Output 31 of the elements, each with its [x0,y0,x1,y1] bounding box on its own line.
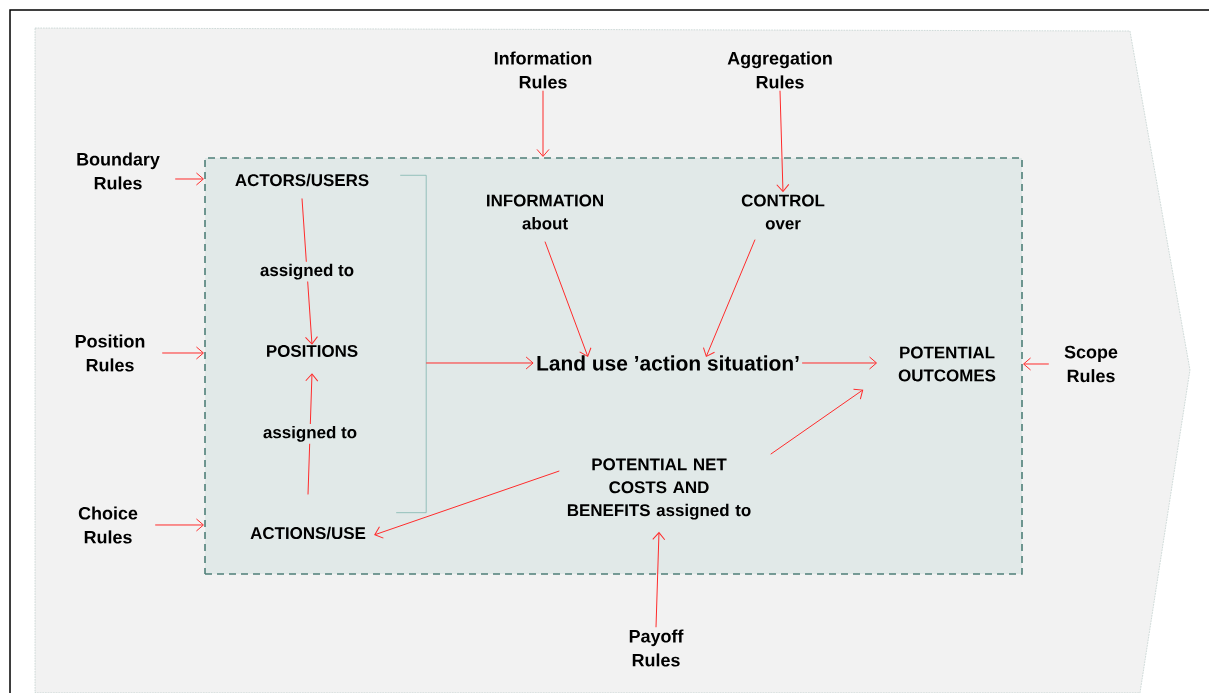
arrow [301,198,318,345]
element-label: POTENTIAL NET COSTS AND BENEFITS assigned to [567,458,751,520]
rule-label: Boundary Rules [77,152,160,190]
rule-label: Aggregation Rules [727,51,832,89]
arrow [154,518,204,532]
arrow [161,346,204,360]
arrow [1023,357,1050,371]
arrow [374,470,560,539]
dashed-frame [204,157,1023,575]
element-label: POSITIONS [267,345,358,357]
rule-label: Scope Rules [1064,345,1118,383]
arrow [702,239,756,357]
arrow [425,356,534,370]
arrow [801,356,878,370]
arrow [770,388,864,455]
arrow [776,90,790,193]
arrow [536,90,550,157]
rule-label: Choice Rules [78,506,138,544]
element-label: CONTROL over [741,194,825,230]
arrow [174,172,204,186]
arrow [652,532,666,628]
arrow [544,241,592,357]
rule-label: Position Rules [75,334,145,372]
element-label: ACTORS/USERS [235,173,369,187]
rule-label: Payoff Rules [629,629,684,667]
situation-label: Land use ’action situation’ [537,355,799,371]
element-label: INFORMATION about [487,194,603,230]
element-label: POTENTIAL OUTCOMES [898,346,996,382]
bracket [395,174,427,514]
element-label: ACTIONS/USE [250,526,366,540]
rule-label: Information Rules [494,51,592,89]
